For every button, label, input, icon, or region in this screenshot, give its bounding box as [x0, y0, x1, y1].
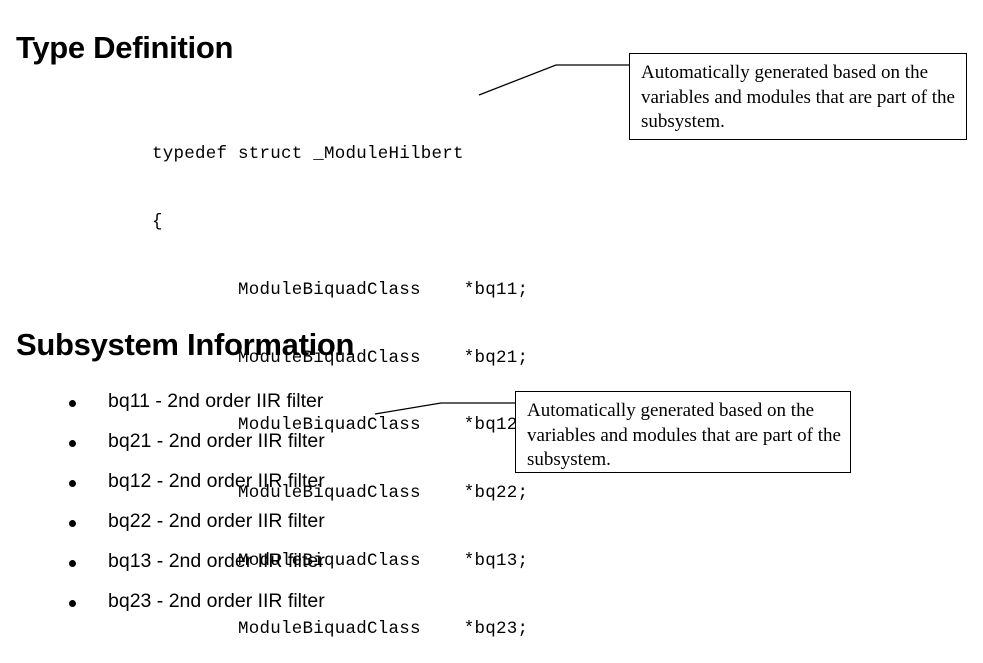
list-item: bq13 - 2nd order IIR filter: [0, 549, 470, 589]
list-item-label: bq23 - 2nd order IIR filter: [108, 590, 325, 612]
page-title-subsystem-information: Subsystem Information: [16, 327, 355, 362]
list-item-label: bq13 - 2nd order IIR filter: [108, 550, 325, 572]
bullet-icon: [69, 400, 76, 407]
bullet-icon: [69, 600, 76, 607]
list-item-label: bq22 - 2nd order IIR filter: [108, 510, 325, 532]
list-item: bq23 - 2nd order IIR filter: [0, 589, 470, 629]
code-line: typedef struct _ModuleHilbert: [152, 144, 464, 165]
code-block-type-definition: typedef struct _ModuleHilbert { ModuleBi…: [152, 98, 528, 663]
code-line: ModuleBiquadClass *bq12;: [152, 415, 529, 436]
list-item: bq11 - 2nd order IIR filter: [0, 389, 470, 429]
code-line: ModuleBiquadClass *bq11;: [152, 279, 529, 300]
bullet-icon: [69, 440, 76, 447]
subsystem-bullet-list: bq11 - 2nd order IIR filter bq21 - 2nd o…: [0, 389, 470, 629]
callout-text: Automatically generated based on the var…: [527, 400, 841, 470]
code-line: ModuleBiquadClass *bq22;: [152, 483, 529, 504]
bullet-icon: [69, 520, 76, 527]
code-line: ModuleBiquadClass *bq21;: [152, 347, 529, 368]
code-line: ModuleBiquadClass *bq23;: [152, 618, 529, 639]
callout-box-type-definition: Automatically generated based on the var…: [629, 53, 967, 140]
list-item: bq21 - 2nd order IIR filter: [0, 429, 470, 469]
page-title-type-definition: Type Definition: [16, 30, 234, 65]
list-item-label: bq11 - 2nd order IIR filter: [108, 390, 324, 412]
leader-line-to-callout-1: [478, 64, 629, 96]
callout-text: Automatically generated based on the var…: [641, 62, 955, 132]
list-item-label: bq12 - 2nd order IIR filter: [108, 470, 325, 492]
code-line: {: [152, 211, 163, 232]
bullet-icon: [69, 560, 76, 567]
callout-box-subsystem-information: Automatically generated based on the var…: [515, 391, 851, 473]
list-item: bq12 - 2nd order IIR filter: [0, 469, 470, 509]
list-item-label: bq21 - 2nd order IIR filter: [108, 430, 325, 452]
code-line: ModuleBiquadClass *bq13;: [152, 550, 529, 571]
bullet-icon: [69, 480, 76, 487]
list-item: bq22 - 2nd order IIR filter: [0, 509, 470, 549]
